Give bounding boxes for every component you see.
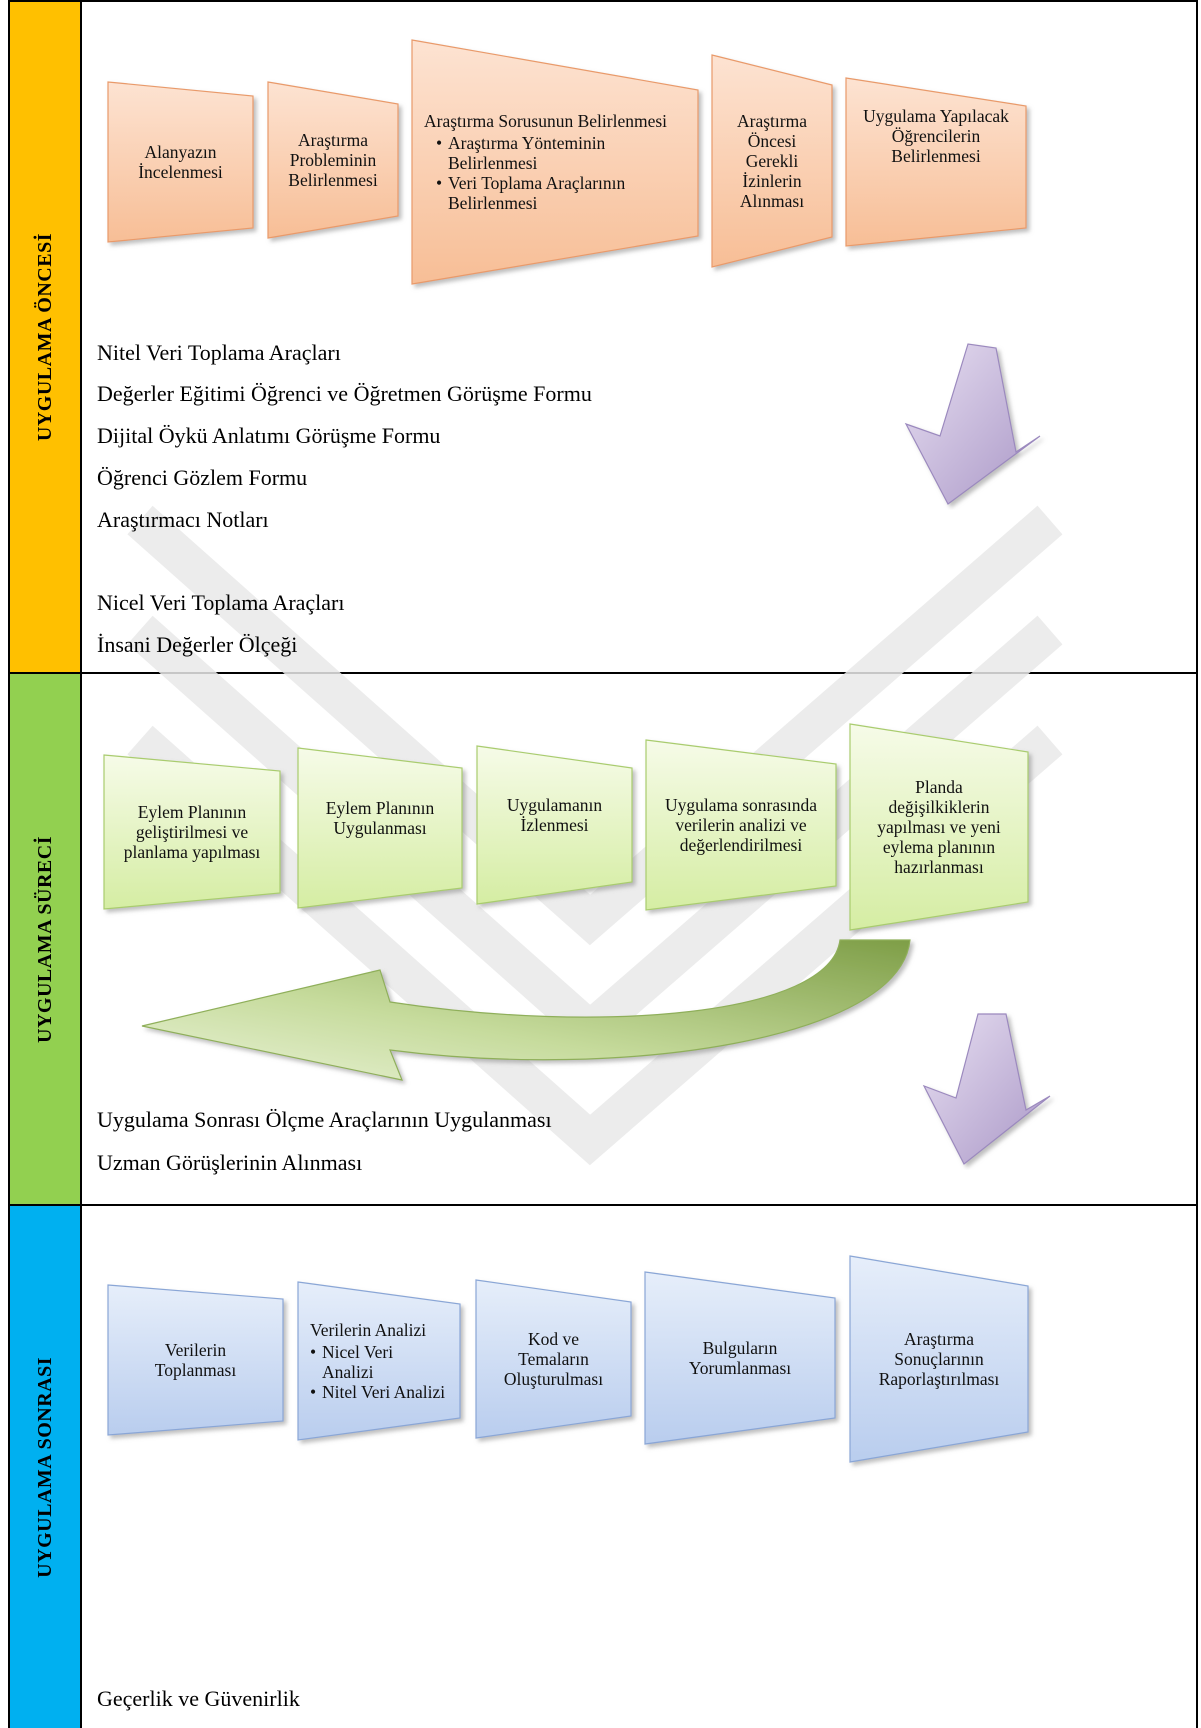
- section-divider: [8, 1204, 1198, 1206]
- step-izinler: Araştırma Öncesi Gerekli İzinlerin Alınm…: [711, 54, 833, 268]
- bullet-list: Nicel Veri Analizi Nitel Veri Analizi: [310, 1342, 448, 1402]
- step-arastirma-problemi: Araştırma Probleminin Belirlenmesi: [267, 81, 399, 239]
- list-line: Öğrenci Gözlem Formu: [97, 465, 308, 490]
- step-ogrenciler: Uygulama Yapılacak Öğrencilerin Belirlen…: [845, 77, 1027, 247]
- return-arrow-icon: [141, 939, 911, 1081]
- section-divider: [8, 672, 1198, 674]
- bullet-list: Araştırma Yönteminin Belirlenmesi Veri T…: [424, 133, 686, 213]
- step-yeni-plan: Planda değişilkiklerin yapılması ve yeni…: [849, 723, 1029, 931]
- section-label-oncesi: UYGULAMA ÖNCESİ: [10, 2, 82, 672]
- list-line: Uzman Görüşlerinin Alınması: [97, 1150, 363, 1175]
- step-verilerin-toplanmasi: Verilerin Toplanması: [107, 1284, 284, 1436]
- section-label-sonrasi: UYGULAMA SONRASI: [10, 1206, 82, 1728]
- step-raporlastirma: Araştırma Sonuçlarının Raporlaştırılması: [849, 1255, 1029, 1463]
- step-eylem-gelistirme: Eylem Planının geliştirilmesi ve planlam…: [103, 754, 281, 910]
- step-bulgular: Bulguların Yorumlanması: [644, 1271, 836, 1445]
- step-eylem-uygulama: Eylem Planının Uygulanması: [297, 747, 463, 909]
- step-verilerin-analizi: Verilerin Analizi Nicel Veri Analizi Nit…: [297, 1281, 461, 1441]
- step-analiz: Uygulama sonrasında verilerin analizi ve…: [645, 739, 837, 911]
- list-line: Nicel Veri Toplama Araçları: [97, 590, 345, 615]
- list-line: Değerler Eğitimi Öğrenci ve Öğretmen Gör…: [97, 381, 592, 406]
- list-line: İnsani Değerler Ölçeği: [97, 632, 298, 657]
- step-alanyazin: Alanyazın İncelenmesi: [107, 81, 254, 243]
- step-kod-tema: Kod ve Temaların Oluşturulması: [475, 1279, 632, 1439]
- diagram-frame: [8, 0, 1198, 1728]
- list-line: Nitel Veri Toplama Araçları: [97, 340, 341, 365]
- list-line: Dijital Öykü Anlatımı Görüşme Formu: [97, 423, 441, 448]
- down-arrow-icon: [904, 343, 1041, 505]
- step-izleme: Uygulamanın İzlenmesi: [476, 745, 633, 905]
- step-arastirma-sorusu: Araştırma Sorusunun Belirlenmesi Araştır…: [411, 39, 699, 285]
- section-label-sureci: UYGULAMA SÜRECİ: [10, 674, 82, 1204]
- list-line: Araştırmacı Notları: [97, 507, 269, 532]
- down-arrow-icon: [922, 1013, 1051, 1165]
- list-line: Uygulama Sonrası Ölçme Araçlarının Uygul…: [97, 1107, 552, 1132]
- list-line: Geçerlik ve Güvenirlik: [97, 1686, 300, 1711]
